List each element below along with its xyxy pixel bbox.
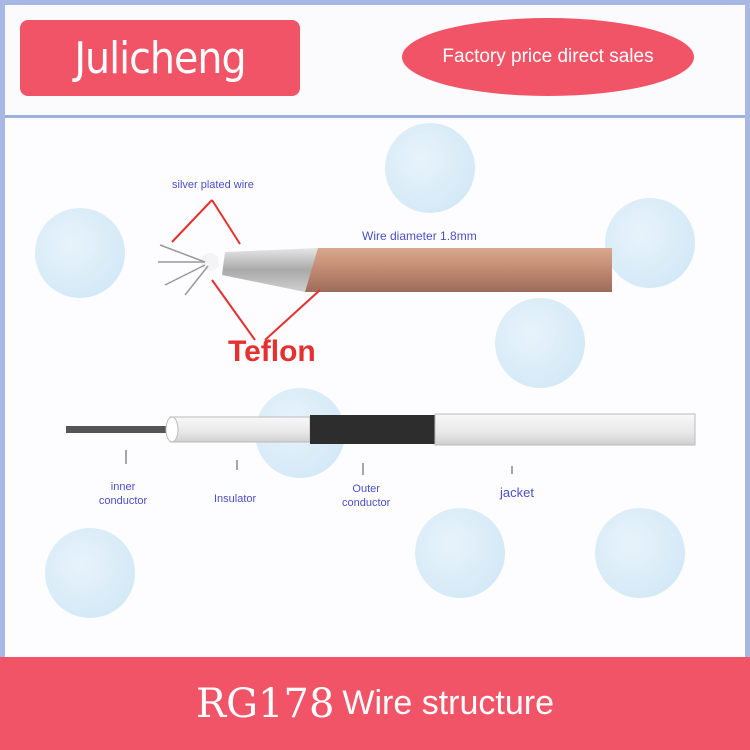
watermark-icon: [35, 208, 125, 298]
footer-banner: RG178 Wire structure: [0, 657, 750, 750]
watermark-icon: [415, 508, 505, 598]
inner-conductor-label: inner conductor: [98, 481, 148, 508]
insulator-label: Insulator: [214, 493, 257, 505]
watermark-icon: [605, 198, 695, 288]
watermark-icon: [385, 123, 475, 213]
outer-conductor-label: Outer conductor: [342, 483, 391, 510]
slogan-badge: Factory price direct sales: [402, 18, 694, 96]
cable-illustration: [66, 199, 696, 475]
silver-wire-label: silver plated wire: [172, 179, 254, 191]
teflon-label: Teflon: [228, 335, 316, 368]
brand-badge: Julicheng: [20, 20, 300, 96]
diameter-label: Wire diameter 1.8mm: [362, 229, 477, 243]
footer-title: Wire structure: [342, 684, 554, 722]
content-panel: [5, 115, 745, 660]
watermark-icon: [45, 528, 135, 618]
watermark-icon: [595, 508, 685, 598]
watermark-icon: [495, 298, 585, 388]
jacket-label: jacket: [500, 485, 534, 500]
model-label: RG178: [195, 680, 335, 727]
